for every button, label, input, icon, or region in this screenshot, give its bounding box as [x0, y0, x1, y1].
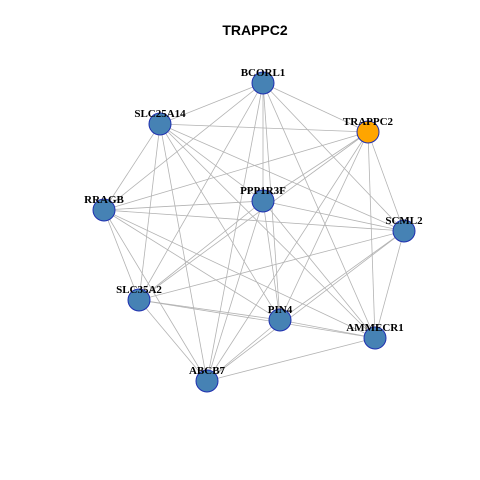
- edge-slc25a14-slc35a2: [138, 123, 161, 301]
- edge-ppp1r3f-ammecr1: [262, 200, 376, 339]
- edge-scml2-slc35a2: [138, 230, 405, 301]
- edge-trappc2-abcb7: [206, 131, 369, 382]
- edge-trappc2-scml2: [367, 131, 405, 232]
- node-label-slc25a14: SLC25A14: [134, 108, 186, 120]
- node-label-trappc2: TRAPPC2: [343, 116, 394, 128]
- edge-pin4-ammecr1: [279, 319, 376, 339]
- node-label-ppp1r3f: PPP1R3F: [240, 185, 286, 197]
- edge-ammecr1-abcb7: [206, 337, 376, 382]
- node-slc25a14: [148, 112, 172, 136]
- node-trappc2: [356, 120, 380, 144]
- edge-slc25a14-scml2: [159, 123, 405, 232]
- edge-pin4-abcb7: [206, 319, 281, 382]
- node-rragb: [92, 198, 116, 222]
- edge-bcorl1-trappc2: [262, 82, 369, 133]
- edge-trappc2-ammecr1: [367, 131, 376, 339]
- node-label-pin4: PIN4: [268, 304, 293, 316]
- edge-scml2-abcb7: [206, 230, 405, 382]
- edge-trappc2-slc35a2: [138, 131, 369, 301]
- edge-ppp1r3f-pin4: [262, 200, 281, 321]
- node-label-bcorl1: BCORL1: [241, 67, 286, 79]
- diagram-title: TRAPPC2: [222, 22, 288, 38]
- node-slc35a2: [127, 288, 151, 312]
- edge-slc35a2-ammecr1: [138, 299, 376, 339]
- edge-bcorl1-abcb7: [206, 82, 264, 382]
- node-ammecr1: [363, 326, 387, 350]
- node-layer: [92, 71, 416, 393]
- edge-rragb-pin4: [103, 209, 281, 321]
- edge-rragb-slc35a2: [103, 209, 140, 301]
- node-label-abcb7: ABCB7: [189, 365, 226, 377]
- edge-scml2-pin4: [279, 230, 405, 321]
- edge-ppp1r3f-slc35a2: [138, 200, 264, 301]
- node-label-slc35a2: SLC35A2: [116, 284, 162, 296]
- edge-slc35a2-pin4: [138, 299, 281, 321]
- edge-bcorl1-rragb: [103, 82, 264, 211]
- edge-ppp1r3f-rragb: [103, 200, 264, 211]
- edge-slc25a14-ppp1r3f: [159, 123, 264, 202]
- node-label-ammecr1: AMMECR1: [346, 322, 403, 334]
- edge-trappc2-ppp1r3f: [262, 131, 369, 202]
- edge-trappc2-pin4: [279, 131, 369, 321]
- node-label-rragb: RRAGB: [84, 194, 124, 206]
- node-abcb7: [195, 369, 219, 393]
- edge-ppp1r3f-abcb7: [206, 200, 264, 382]
- edge-slc25a14-trappc2: [159, 123, 369, 133]
- node-ppp1r3f: [251, 189, 275, 213]
- node-bcorl1: [251, 71, 275, 95]
- edge-slc25a14-pin4: [159, 123, 281, 321]
- node-pin4: [268, 308, 292, 332]
- edge-rragb-scml2: [103, 209, 405, 232]
- edge-layer: [103, 82, 405, 382]
- edge-bcorl1-ammecr1: [262, 82, 376, 339]
- node-label-scml2: SCML2: [385, 215, 423, 227]
- edge-slc25a14-rragb: [103, 123, 161, 211]
- edge-scml2-ammecr1: [374, 230, 405, 339]
- edge-bcorl1-slc25a14: [159, 82, 264, 125]
- edge-trappc2-rragb: [103, 131, 369, 211]
- edge-slc25a14-abcb7: [159, 123, 208, 382]
- edge-slc35a2-abcb7: [138, 299, 208, 382]
- edge-ppp1r3f-scml2: [262, 200, 405, 232]
- node-scml2: [392, 219, 416, 243]
